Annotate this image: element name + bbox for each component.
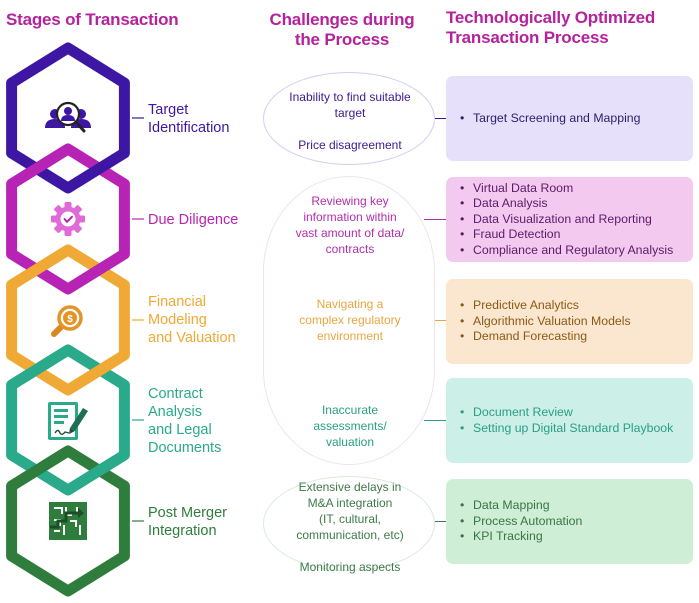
challenge-text-due-diligence: Reviewing key information within vast am…: [295, 194, 405, 256]
connector-4: [424, 420, 446, 421]
solution-item: Data Analysis: [460, 196, 683, 212]
stage-label-post-merger: Post Merger Integration: [148, 505, 227, 539]
solution-item: Process Automation: [460, 514, 683, 530]
solution-item: Algorithmic Valuation Models: [460, 314, 683, 330]
document-signature-icon: [48, 402, 88, 440]
challenge-oval-5: [263, 476, 435, 571]
solution-item: Fraud Detection: [460, 227, 683, 243]
hexagon-due-diligence: [6, 143, 130, 295]
challenge-text-financial-modeling: Navigating a complex regulatory environm…: [299, 297, 401, 343]
stage-label-target-identification: Target Identification: [148, 102, 230, 136]
solution-item: Target Screening and Mapping: [460, 111, 683, 127]
hexagon-interlock-financial-modeling: [8, 245, 71, 290]
hexagon-contract-analysis: [6, 344, 130, 496]
solution-item: KPI Tracking: [460, 529, 683, 545]
hexagon-interlock-due-diligence: [8, 144, 71, 189]
gear-check-icon: [51, 202, 85, 236]
connector-3: [435, 320, 446, 321]
connector-2: [424, 219, 446, 220]
hexagon-interlock-contract-analysis: [8, 345, 71, 390]
solution-item: Demand Forecasting: [460, 329, 683, 345]
solution-list: Virtual Data RoomData AnalysisData Visua…: [460, 181, 683, 259]
solution-item: Setting up Digital Standard Playbook: [460, 421, 683, 437]
challenge-text-post-merger: Extensive delays in M&A integration (IT,…: [296, 480, 404, 574]
challenge-text-target-identification: Inability to find suitable target Price …: [289, 90, 411, 152]
stage-label-due-diligence: Due Diligence: [148, 212, 239, 228]
stage-label-financial-modeling: Financial Modeling and Valuation: [148, 294, 236, 346]
solution-item: Predictive Analytics: [460, 298, 683, 314]
dollar-magnifier-icon: $: [51, 305, 83, 337]
challenge-oval-2-4: [263, 176, 435, 465]
solution-item: Data Mapping: [460, 498, 683, 514]
challenges-column-header: Challenges during the Process: [269, 10, 415, 49]
hexagon-target-identification: [6, 42, 130, 194]
solution-item: Virtual Data Room: [460, 181, 683, 197]
solution-list: Target Screening and Mapping: [460, 111, 683, 127]
solution-box-financial-modeling: Predictive AnalyticsAlgorithmic Valuatio…: [446, 279, 693, 364]
solution-item: Compliance and Regulatory Analysis: [460, 243, 683, 259]
solution-list: Document ReviewSetting up Digital Standa…: [460, 405, 683, 436]
solution-list: Data MappingProcess AutomationKPI Tracki…: [460, 498, 683, 545]
solution-box-contract-analysis: Document ReviewSetting up Digital Standa…: [446, 378, 693, 463]
solution-list: Predictive AnalyticsAlgorithmic Valuatio…: [460, 298, 683, 345]
tech-column-header: Technologically Optimized Transaction Pr…: [446, 8, 656, 47]
hexagon-financial-modeling: [6, 244, 130, 396]
people-search-icon: [45, 101, 91, 133]
maze-path-icon: [49, 502, 87, 540]
hexagon-interlock-post-merger: [8, 446, 71, 491]
solution-box-target-identification: Target Screening and Mapping: [446, 76, 693, 161]
solution-box-post-merger: Data MappingProcess AutomationKPI Tracki…: [446, 479, 693, 564]
challenge-oval-1: [263, 72, 435, 165]
svg-text:$: $: [67, 314, 73, 325]
connector-1: [435, 118, 446, 119]
solution-box-due-diligence: Virtual Data RoomData AnalysisData Visua…: [446, 177, 693, 262]
stage-label-contract-analysis: Contract Analysis and Legal Documents: [148, 386, 222, 456]
stages-column-header: Stages of Transaction: [6, 10, 179, 29]
connector-5: [435, 521, 446, 522]
challenge-text-contract-analysis: Inaccurate assessments/ valuation: [313, 403, 387, 449]
solution-item: Data Visualization and Reporting: [460, 212, 683, 228]
hexagon-post-merger: [6, 445, 130, 597]
solution-item: Document Review: [460, 405, 683, 421]
